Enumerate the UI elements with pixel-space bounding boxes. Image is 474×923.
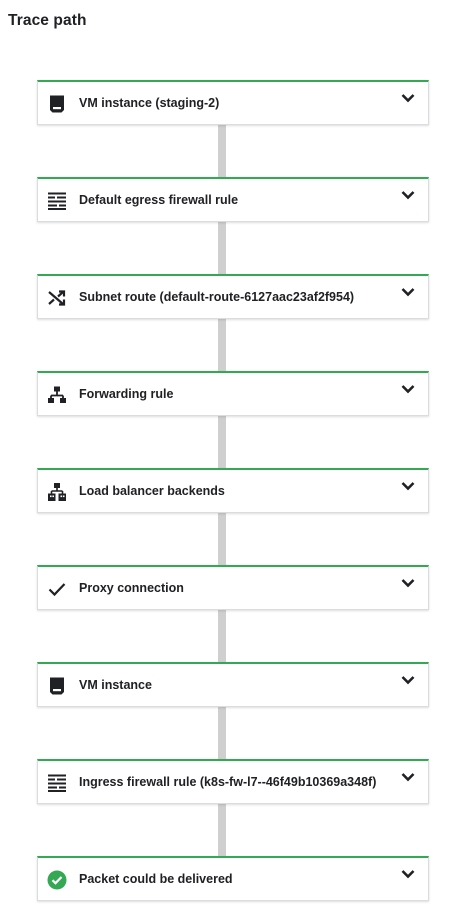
step-label: VM instance bbox=[79, 678, 152, 692]
vm-instance-icon bbox=[47, 676, 67, 696]
chevron-down-icon[interactable] bbox=[398, 672, 418, 688]
chevron-down-icon[interactable] bbox=[398, 575, 418, 591]
step-vm-instance-staging[interactable]: VM instance (staging-2) bbox=[37, 80, 429, 125]
path-connector bbox=[218, 707, 226, 759]
step-label: Packet could be delivered bbox=[79, 872, 233, 886]
step-label: Default egress firewall rule bbox=[79, 193, 239, 207]
chevron-down-icon[interactable] bbox=[398, 284, 418, 300]
vm-instance-icon bbox=[47, 94, 67, 114]
chevron-down-icon[interactable] bbox=[398, 769, 418, 785]
step-proxy-connection[interactable]: Proxy connection bbox=[37, 565, 429, 610]
chevron-down-icon[interactable] bbox=[398, 90, 418, 106]
firewall-icon bbox=[47, 191, 67, 211]
chevron-down-icon[interactable] bbox=[398, 381, 418, 397]
path-connector bbox=[218, 610, 226, 662]
step-load-balancer-backends[interactable]: Load balancer backends bbox=[37, 468, 429, 513]
step-subnet-route[interactable]: Subnet route (default-route-6127aac23af2… bbox=[37, 274, 429, 319]
step-vm-instance[interactable]: VM instance bbox=[37, 662, 429, 707]
step-label: VM instance (staging-2) bbox=[79, 96, 220, 110]
step-label: Proxy connection bbox=[79, 581, 184, 595]
path-connector bbox=[218, 222, 226, 274]
step-packet-delivered[interactable]: Packet could be delivered bbox=[37, 856, 429, 901]
path-connector bbox=[218, 319, 226, 371]
delivered-check-circle-icon bbox=[47, 870, 67, 890]
forwarding-rule-icon bbox=[47, 385, 67, 405]
path-connector bbox=[218, 416, 226, 468]
firewall-icon bbox=[47, 773, 67, 793]
load-balancer-icon bbox=[47, 482, 67, 502]
page-title: Trace path bbox=[8, 12, 87, 29]
step-forwarding-rule[interactable]: Forwarding rule bbox=[37, 371, 429, 416]
step-label: Subnet route (default-route-6127aac23af2… bbox=[79, 290, 355, 304]
path-connector bbox=[218, 804, 226, 856]
checkmark-icon bbox=[47, 579, 67, 599]
path-connector bbox=[218, 125, 226, 177]
chevron-down-icon[interactable] bbox=[398, 478, 418, 494]
route-shuffle-icon bbox=[47, 288, 67, 308]
chevron-down-icon[interactable] bbox=[398, 866, 418, 882]
step-ingress-firewall[interactable]: Ingress firewall rule (k8s-fw-l7--46f49b… bbox=[37, 759, 429, 804]
step-label: Forwarding rule bbox=[79, 387, 174, 401]
step-label: Ingress firewall rule (k8s-fw-l7--46f49b… bbox=[79, 775, 377, 789]
chevron-down-icon[interactable] bbox=[398, 187, 418, 203]
trace-path-list: VM instance (staging-2) Default egress f… bbox=[37, 80, 429, 901]
step-label: Load balancer backends bbox=[79, 484, 225, 498]
path-connector bbox=[218, 513, 226, 565]
step-default-egress-firewall[interactable]: Default egress firewall rule bbox=[37, 177, 429, 222]
